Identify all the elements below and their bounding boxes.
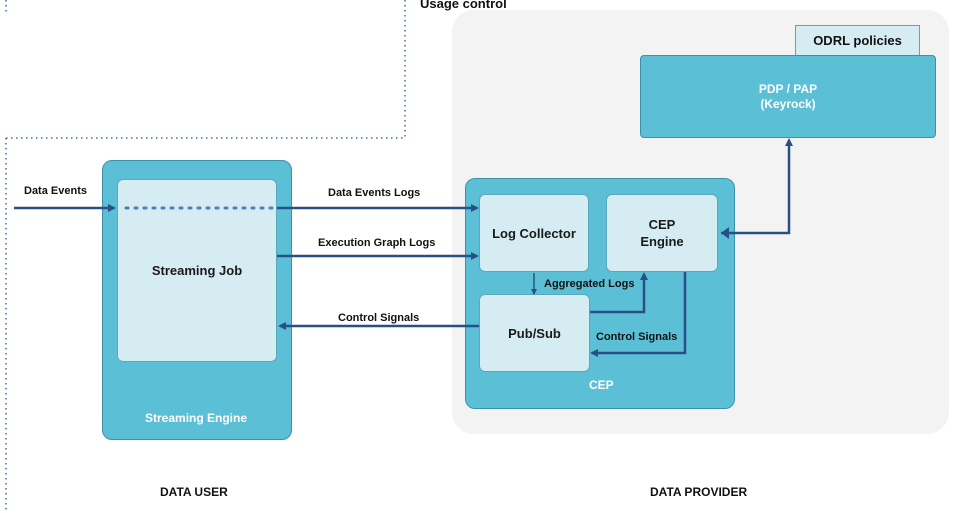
pdp-pap-box: PDP / PAP (Keyrock)	[640, 55, 936, 138]
cep-engine-box: CEP Engine	[606, 194, 718, 272]
data-provider-label: DATA PROVIDER	[650, 485, 748, 499]
label-control-signals-left: Control Signals	[338, 312, 420, 324]
arrow-cep-pdp	[721, 138, 793, 235]
log-collector-label: Log Collector	[492, 225, 576, 241]
label-data-events-logs: Data Events Logs	[328, 187, 421, 199]
pub-sub-label: Pub/Sub	[508, 325, 561, 341]
cep-engine-label-2: Engine	[640, 234, 684, 249]
streaming-job-label: Streaming Job	[151, 263, 243, 278]
cep-label: CEP	[589, 378, 614, 392]
arrow-pubsub-to-cep	[590, 272, 648, 314]
label-control-signals-right: Control Signals	[596, 331, 678, 343]
label-execution-graph-logs: Execution Graph Logs	[318, 237, 436, 249]
log-collector-box: Log Collector	[479, 194, 589, 272]
pub-sub-box: Pub/Sub	[479, 294, 590, 372]
arrow-cep-to-pubsub	[590, 272, 687, 357]
odrl-policies-box: ODRL policies	[795, 25, 920, 56]
odrl-policies-label: ODRL policies	[813, 33, 902, 48]
cep-engine-label-1: CEP	[648, 217, 676, 232]
pdp-pap-sublabel: (Keyrock)	[760, 96, 816, 111]
usage-control-title: Usage control	[420, 0, 507, 11]
pdp-pap-label: PDP / PAP	[758, 81, 818, 96]
streaming-engine-label: Streaming Engine	[145, 411, 248, 425]
data-user-label: DATA USER	[160, 485, 228, 499]
streaming-job-box: Streaming Job	[117, 179, 277, 362]
label-aggregated-logs: Aggregated Logs	[544, 278, 635, 290]
label-data-events: Data Events	[24, 185, 87, 197]
